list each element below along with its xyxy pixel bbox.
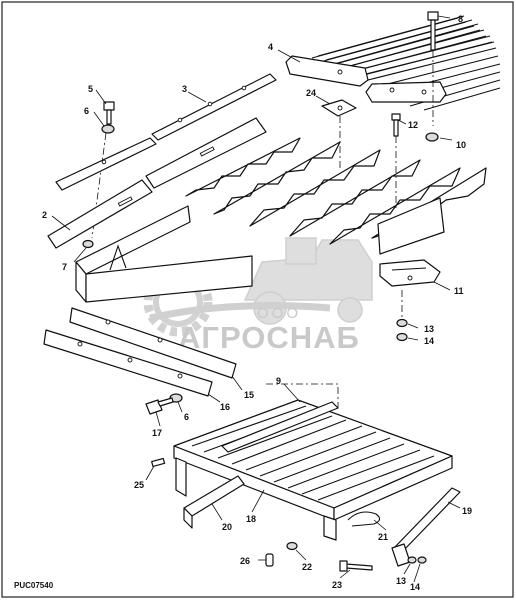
watermark-company-name: АГРОСНАБ	[178, 320, 360, 355]
callout-14-lower: 14	[410, 582, 420, 592]
part-13-washer-lower	[407, 556, 417, 564]
part-20-lower-beam	[183, 475, 245, 529]
part-25-pin	[151, 457, 166, 468]
callout-6-lower: 6	[184, 412, 189, 422]
callout-9: 9	[276, 376, 281, 386]
part-5-bolt	[103, 101, 115, 125]
part-12-bolt	[391, 113, 401, 210]
callout-13-upper: 13	[424, 324, 434, 334]
callout-21: 21	[378, 532, 388, 542]
callout-8: 8	[458, 14, 463, 24]
callout-24: 24	[306, 88, 316, 98]
callout-13-lower: 13	[396, 576, 406, 586]
watermark-swoosh	[149, 302, 331, 322]
callout-25: 25	[134, 480, 144, 490]
callout-5: 5	[88, 84, 93, 94]
part-2-side-plate	[47, 117, 267, 249]
part-3-mounting-strip	[55, 73, 277, 191]
part-23-bolt	[339, 560, 373, 572]
part-15-side-bar	[69, 307, 237, 379]
callout-16: 16	[220, 402, 230, 412]
callout-7: 7	[62, 262, 67, 272]
part-22-nut	[286, 541, 298, 551]
watermark-prefix: ООО	[257, 305, 301, 322]
part-13-washer-upper	[396, 318, 408, 328]
callout-3: 3	[182, 84, 187, 94]
callout-11: 11	[454, 286, 464, 296]
callout-15: 15	[244, 390, 254, 400]
callout-18: 18	[246, 514, 256, 524]
callout-2: 2	[42, 210, 47, 220]
part-14-nut-lower	[417, 556, 427, 564]
watermark: ООО АГРОСНАБ	[143, 237, 373, 355]
part-26-pin	[265, 553, 274, 567]
callout-20: 20	[222, 522, 232, 532]
part-1-chaffer-body	[75, 137, 487, 303]
callout-10: 10	[456, 140, 466, 150]
callout-labels: 4 8 3 5 6 24 12 10 2 7 11 13 14 15 16 6 …	[42, 14, 472, 592]
assembly-reference-line	[266, 383, 339, 408]
callout-26: 26	[240, 556, 250, 566]
part-16-side-bar	[43, 329, 213, 397]
callout-19: 19	[462, 506, 472, 516]
part-10-nut	[425, 132, 439, 142]
part-18-lower-sieve	[173, 399, 453, 541]
callout-leaders	[51, 15, 461, 583]
callout-14-upper: 14	[424, 336, 434, 346]
callout-12: 12	[408, 120, 418, 130]
callout-17: 17	[152, 428, 162, 438]
rake-fingers	[311, 15, 501, 111]
part-19-rail	[391, 487, 461, 567]
part-4-finger-rake	[285, 15, 501, 111]
rake-mount-plate-right	[365, 81, 447, 103]
part-9-cross-bar	[221, 401, 339, 453]
callout-4: 4	[268, 42, 273, 52]
callout-6-upper: 6	[84, 106, 89, 116]
callout-23: 23	[332, 580, 342, 590]
part-6-washer-upper	[91, 124, 115, 239]
callout-22: 22	[302, 562, 312, 572]
part-17-bolt	[145, 397, 174, 415]
part-7-nut	[82, 239, 94, 249]
part-14-nut-upper	[396, 290, 408, 342]
drawing-code: PUC07540	[14, 581, 54, 590]
rake-mount-plate-left	[285, 55, 369, 87]
